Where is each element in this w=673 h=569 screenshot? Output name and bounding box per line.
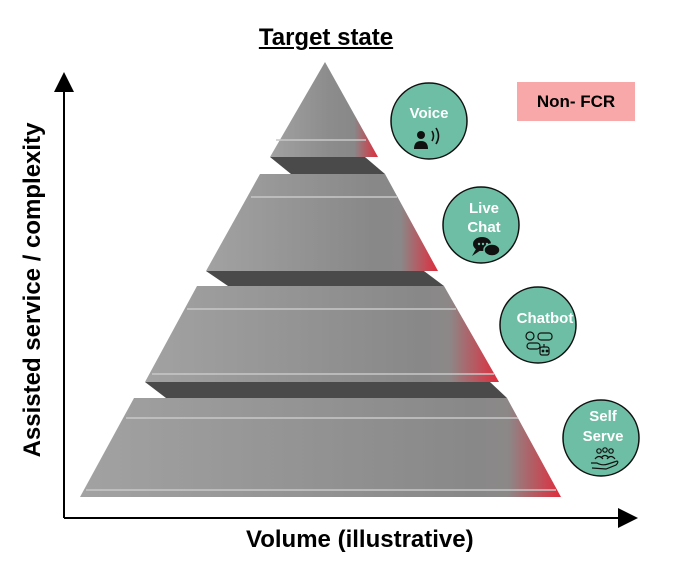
self-serve-badge: Self Serve [562, 399, 640, 477]
pyramid-tier-voice [270, 62, 378, 157]
tier-gap-3 [145, 382, 507, 398]
diagram-title: Target state [258, 24, 394, 51]
self-serve-label-line2: Serve [583, 428, 624, 445]
x-axis-label: Volume (illustrative) [246, 526, 474, 553]
tier-gap-2 [206, 271, 444, 286]
hand-people-icon [591, 447, 619, 470]
chat-bubbles-icon [472, 237, 501, 257]
person-speaking-icon [414, 127, 440, 149]
voice-badge: Voice [390, 82, 468, 160]
tier-gap-1 [270, 157, 385, 174]
live-chat-label-line2: Chat [467, 219, 500, 236]
self-serve-label-line1: Self [589, 408, 618, 425]
chatbot-badge: Chatbot [499, 286, 577, 364]
pyramid-tier-self-serve [80, 398, 561, 497]
voice-label: Voice [410, 105, 449, 122]
chatbot-label: Chatbot [517, 310, 574, 327]
live-chat-label-line1: Live [469, 200, 499, 217]
pyramid-tier-chatbot [145, 286, 499, 382]
pyramid-tier-live-chat [206, 174, 438, 271]
live-chat-badge: Live Chat [442, 186, 520, 264]
chatbot-icon [525, 331, 553, 356]
non-fcr-legend: Non- FCR [517, 82, 635, 121]
